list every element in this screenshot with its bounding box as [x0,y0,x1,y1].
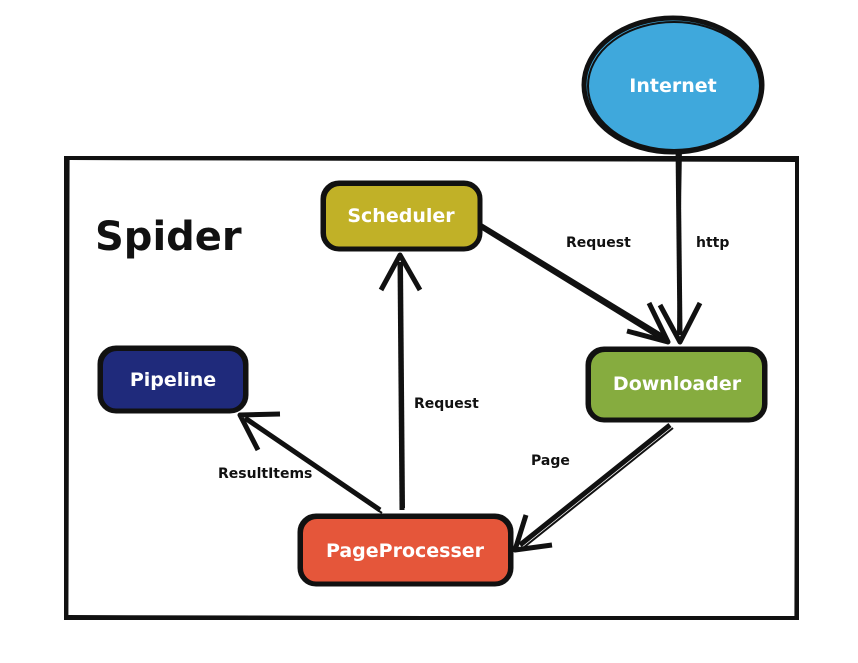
node-label-page-processer: PageProcesser [326,540,485,562]
node-pipeline: Pipeline [97,345,249,414]
node-page-processer: PageProcesser [297,513,514,587]
arrowhead [237,411,281,452]
edge-scheduler-to-downloader [478,222,671,345]
edge-downloader-to-page-processer [512,423,674,553]
arrowhead [512,514,553,553]
node-label-downloader: Downloader [613,373,742,395]
node-label-internet: Internet [629,75,716,97]
arrowhead [378,252,423,292]
arrowhead [657,301,703,345]
edge-label-page: Page [531,453,570,469]
spider-frame [64,156,799,620]
edge-page-processer-to-pipeline [237,411,383,514]
arrowhead [626,301,671,345]
edge-internet-to-downloader [657,144,703,345]
node-downloader: Downloader [585,346,768,423]
edge-label-request-to-downloader: Request [566,235,631,251]
edge-label-resultitems: ResultItems [218,466,312,482]
edge-label-http: http [696,235,729,251]
edge-page-processer-to-scheduler [378,252,423,511]
spider-title: Spider [95,214,242,260]
node-label-scheduler: Scheduler [347,205,455,227]
node-label-pipeline: Pipeline [130,369,216,391]
node-scheduler: Scheduler [320,180,483,252]
edge-label-request-to-scheduler: Request [414,396,479,412]
node-internet: Internet [581,15,765,155]
